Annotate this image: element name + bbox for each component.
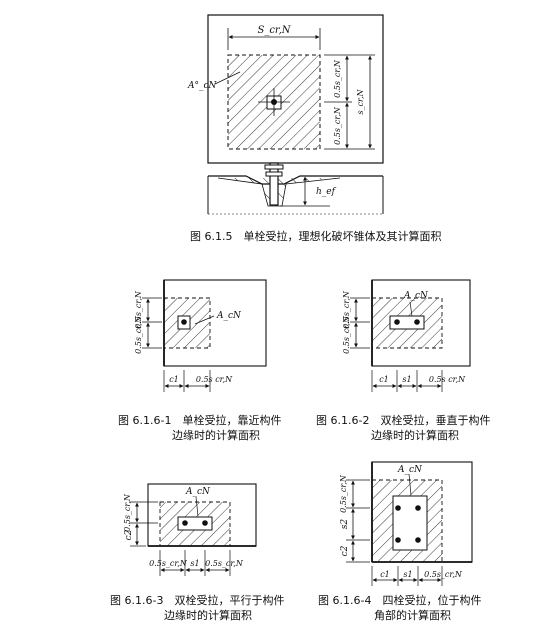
fig2-label-s1: s1: [402, 375, 411, 384]
fig1-caption-line1: 图 6.1.6-1 单栓受拉，靠近构件: [118, 414, 282, 427]
fig4-label-s1: s1: [403, 570, 412, 579]
main-caption: 图 6.1.5 单栓受拉，理想化破坏锥体及其计算面积: [190, 230, 442, 243]
fig2-label-bottom: 0.5s_cr,N: [342, 315, 351, 354]
fig1-label-top: 0.5s_cr,N: [134, 290, 143, 329]
figure-4: [346, 461, 473, 586]
fig4-caption-line2: 角部的计算面积: [374, 609, 451, 622]
fig2-label-c1: c1: [379, 375, 389, 384]
fig2-label-area: A_cN: [403, 291, 429, 301]
main-projected-area: [227, 54, 321, 150]
fig3-caption-line2: 边缘时的计算面积: [164, 609, 252, 622]
fig2-label-half: 0.5s cr,N: [429, 375, 466, 384]
main-label-half-bottom: 0.5s_cr,N: [333, 106, 342, 145]
fig2-caption-line1: 图 6.1.6-2 双栓受拉，垂直于构件: [316, 414, 491, 427]
main-label-half-top: 0.5s_cr,N: [333, 59, 342, 98]
main-label-hef: h_ef: [316, 187, 337, 197]
fig3-label-top: 0.5s_cr,N: [123, 493, 132, 532]
fig2-label-top: 0.5s_cr,N: [342, 290, 351, 329]
fig3-label-right: 0.5s_cr,N: [205, 559, 244, 568]
fig4-caption-line1: 图 6.1.6-4 四栓受拉，位于构件: [318, 594, 482, 607]
fig4-label-area: A_cN: [397, 465, 423, 475]
fig3-label-s1: s1: [190, 559, 199, 568]
main-label-area: A°_cN: [187, 81, 218, 91]
main-figure-section: [207, 162, 384, 215]
fig3-label-c2: c2: [124, 529, 134, 540]
main-member-outline: [207, 14, 384, 164]
fig1-label-area: A_cN: [216, 311, 242, 321]
main-label-full: s_cr,N: [356, 88, 365, 114]
fig3-caption-line1: 图 6.1.6-3 双栓受拉，平行于构件: [110, 594, 285, 607]
fig1-label-half: 0.5s cr,N: [196, 375, 233, 384]
main-section-bolt: [269, 162, 279, 206]
fig1-label-c1: c1: [169, 375, 179, 384]
figure-1: [142, 279, 267, 392]
fig2-caption-line2: 边缘时的计算面积: [371, 429, 459, 442]
fig1-label-bottom: 0.5s_cr,N: [134, 315, 143, 354]
fig4-label-top: 0.5s_cr,N: [339, 474, 348, 513]
fig1-caption-line2: 边缘时的计算面积: [172, 429, 260, 442]
main-figure-plan: [207, 14, 384, 164]
fig3-label-area: A_cN: [185, 487, 211, 497]
figure-2: [350, 279, 471, 392]
figure-3: [130, 483, 257, 576]
fig4-label-half: 0.5s_cr,N: [424, 570, 463, 579]
fig4-label-c2: c2: [340, 545, 350, 556]
fig4-label-s2: s2: [340, 519, 350, 530]
fig3-label-left: 0.5s_cr,N: [149, 559, 188, 568]
main-label-scr: S_cr,N: [257, 25, 291, 36]
fig4-label-c1: c1: [380, 570, 390, 579]
